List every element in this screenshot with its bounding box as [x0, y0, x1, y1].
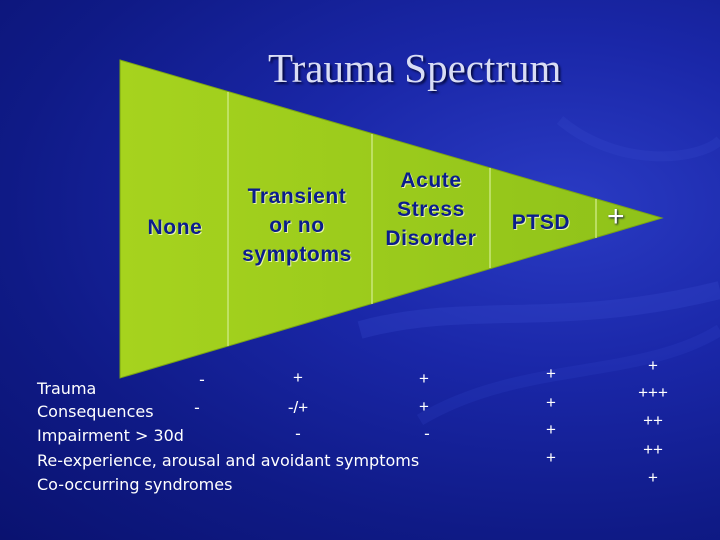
stage-acute: Acute Stress Disorder — [365, 166, 497, 253]
cell-plus-trauma: + — [648, 356, 658, 375]
cell-ptsd-reexperience: + — [546, 448, 556, 467]
stage-none: None — [130, 213, 220, 242]
row-label-trauma: Trauma — [37, 379, 97, 398]
row-label-consequences: Consequences — [37, 402, 154, 421]
row-label-impairment: Impairment > 30d — [37, 426, 184, 445]
outside-plus-marker: + — [607, 200, 625, 233]
stage-acute-line-3: Disorder — [385, 227, 477, 250]
cell-acute-consequences: + — [419, 397, 429, 416]
stage-acute-line-1: Acute — [400, 169, 462, 192]
cell-plus-reexperience: ++ — [643, 440, 663, 459]
cell-plus-cooccurring: + — [648, 468, 658, 487]
stage-none-label: None — [147, 216, 203, 239]
stage-transient: Transient or no symptoms — [222, 182, 372, 269]
row-label-cooccurring: Co-occurring syndromes — [37, 475, 233, 494]
stage-ptsd: PTSD — [496, 208, 586, 237]
cell-none-trauma: - — [199, 370, 205, 389]
stage-transient-line-1: Transient — [247, 185, 347, 208]
cell-transient-impairment: - — [295, 424, 301, 443]
row-label-reexperience: Re-experience, arousal and avoidant symp… — [37, 451, 420, 470]
stage-transient-line-3: symptoms — [242, 243, 352, 266]
stage-transient-line-2: or no — [269, 214, 325, 237]
cell-plus-impairment: ++ — [643, 411, 663, 430]
stage-acute-line-2: Stress — [397, 198, 465, 221]
cell-ptsd-consequences: + — [546, 393, 556, 412]
cell-acute-trauma: + — [419, 369, 429, 388]
cell-ptsd-impairment: + — [546, 420, 556, 439]
cell-none-consequences: - — [194, 398, 200, 417]
cell-ptsd-trauma: + — [546, 364, 556, 383]
stage-ptsd-label: PTSD — [511, 211, 571, 234]
cell-transient-consequences: -/+ — [287, 398, 309, 417]
cell-transient-trauma: + — [293, 368, 303, 387]
slide-title: Trauma Spectrum — [268, 45, 562, 91]
cell-plus-consequences: +++ — [638, 383, 668, 402]
cell-acute-impairment: - — [424, 424, 430, 443]
